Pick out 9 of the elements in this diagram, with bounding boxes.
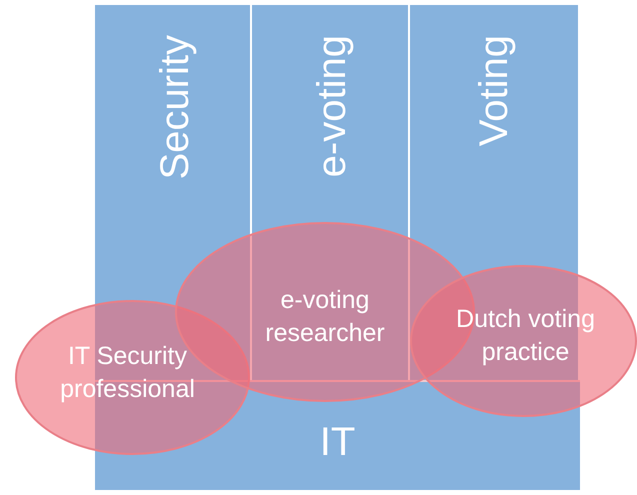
label-text: IT [318,422,356,462]
label-text: e-voting [310,35,355,178]
column-band [252,5,410,380]
label-text: Voting [472,35,517,146]
column-band [95,5,252,380]
label-text: Security [153,35,198,180]
label-text: IT Security professional [59,341,196,404]
label-text: Dutch voting practice [455,304,596,368]
label-text: e-voting researcher [264,285,386,348]
